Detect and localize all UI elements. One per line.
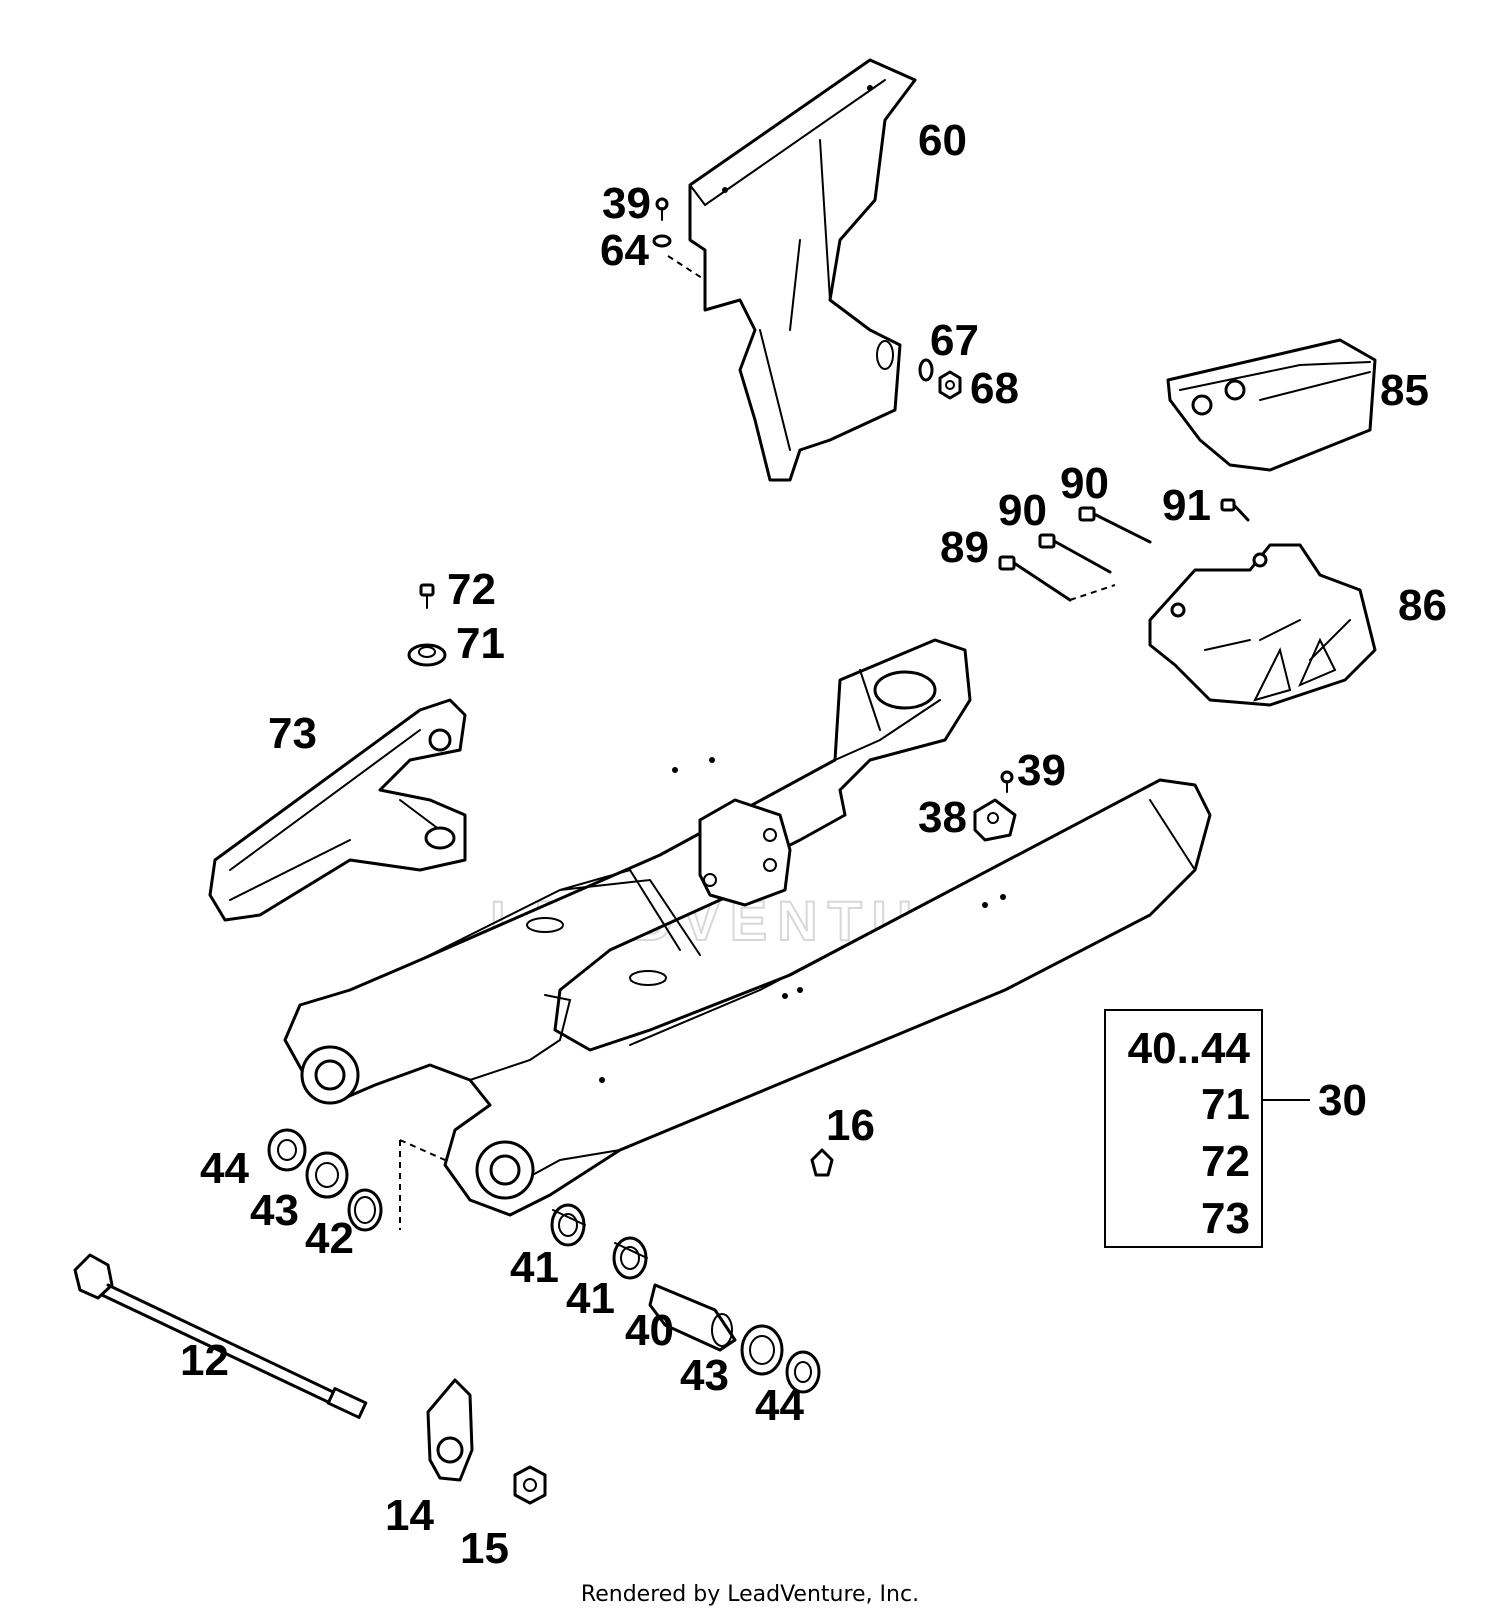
callout-68: 68 bbox=[970, 364, 1019, 413]
callout-38: 38 bbox=[918, 793, 967, 842]
screw-part-39-lower[interactable] bbox=[1000, 770, 1014, 793]
screw-part-39-upper[interactable] bbox=[655, 197, 669, 221]
callout-90-lower: 90 bbox=[998, 486, 1047, 535]
bushing-part-43-left[interactable] bbox=[305, 1151, 349, 1199]
callout-89: 89 bbox=[940, 523, 989, 572]
callout-43-left: 43 bbox=[250, 1186, 299, 1235]
callout-67: 67 bbox=[930, 316, 979, 365]
nut-part-68[interactable] bbox=[938, 370, 962, 400]
callout-43-right: 43 bbox=[680, 1351, 729, 1400]
callout-71: 71 bbox=[456, 619, 505, 668]
callout-40: 40 bbox=[625, 1306, 674, 1355]
callout-16: 16 bbox=[826, 1101, 875, 1150]
inner-sleeve-part-40[interactable] bbox=[648, 1283, 737, 1352]
bolt-part-89[interactable] bbox=[998, 555, 1116, 602]
pivot-bolt-part-12[interactable] bbox=[73, 1253, 368, 1419]
kit-item-2: 71 bbox=[1201, 1080, 1250, 1129]
screw-part-72[interactable] bbox=[419, 583, 435, 609]
callout-12: 12 bbox=[180, 1336, 229, 1385]
swing-arm-frame bbox=[283, 638, 1212, 1217]
callout-64: 64 bbox=[600, 226, 649, 275]
callout-14: 14 bbox=[385, 1491, 434, 1540]
clamp-part-38[interactable] bbox=[973, 798, 1017, 842]
kit-box-part-30: 40..44 71 72 73 30 bbox=[1104, 1009, 1367, 1248]
callout-15: 15 bbox=[460, 1524, 509, 1573]
needle-bearing-part-41-b[interactable] bbox=[612, 1236, 648, 1280]
kit-item-3: 72 bbox=[1201, 1137, 1250, 1186]
ring-part-42[interactable] bbox=[347, 1188, 383, 1232]
dust-seal-part-44-left[interactable] bbox=[267, 1128, 307, 1172]
callout-91: 91 bbox=[1162, 481, 1211, 530]
callout-39-lower: 39 bbox=[1017, 746, 1066, 795]
dust-seal-part-44-right[interactable] bbox=[785, 1350, 821, 1394]
callout-72: 72 bbox=[447, 565, 496, 614]
kit-item-4: 73 bbox=[1201, 1194, 1250, 1243]
plug-part-16[interactable] bbox=[810, 1148, 834, 1177]
callout-85: 85 bbox=[1380, 366, 1429, 415]
callout-30: 30 bbox=[1318, 1076, 1367, 1125]
chain-adjuster-plate-part-14[interactable] bbox=[426, 1378, 474, 1482]
nut-part-15[interactable] bbox=[513, 1465, 547, 1505]
needle-bearing-part-41-a[interactable] bbox=[550, 1203, 586, 1247]
bolt-part-90-upper[interactable] bbox=[1078, 506, 1152, 544]
chain-guide-part-86[interactable] bbox=[1148, 543, 1377, 707]
chain-guide-cover-part-85[interactable] bbox=[1166, 338, 1377, 472]
callout-41-b: 41 bbox=[566, 1274, 615, 1323]
footer-credit: Rendered by LeadVenture, Inc. bbox=[580, 1582, 920, 1607]
callout-60: 60 bbox=[918, 116, 967, 165]
callout-73: 73 bbox=[268, 709, 317, 758]
washer-part-67[interactable] bbox=[918, 358, 934, 382]
callout-90-upper: 90 bbox=[1060, 459, 1109, 508]
bolt-part-90-lower[interactable] bbox=[1038, 533, 1112, 574]
chain-sliding-piece-part-73[interactable] bbox=[208, 698, 467, 922]
callout-39-upper: 39 bbox=[602, 179, 651, 228]
callout-42: 42 bbox=[305, 1214, 354, 1263]
bolt-part-91[interactable] bbox=[1220, 498, 1250, 522]
callout-86: 86 bbox=[1398, 581, 1447, 630]
washer-part-64[interactable] bbox=[652, 234, 706, 281]
chain-guard-part-60[interactable] bbox=[688, 58, 917, 482]
kit-item-1: 40..44 bbox=[1128, 1024, 1251, 1073]
callout-41-a: 41 bbox=[510, 1243, 559, 1292]
callout-44-right: 44 bbox=[755, 1381, 804, 1430]
bushing-part-43-right[interactable] bbox=[740, 1324, 784, 1376]
washer-part-71[interactable] bbox=[407, 643, 447, 667]
callout-44-left: 44 bbox=[200, 1144, 249, 1193]
